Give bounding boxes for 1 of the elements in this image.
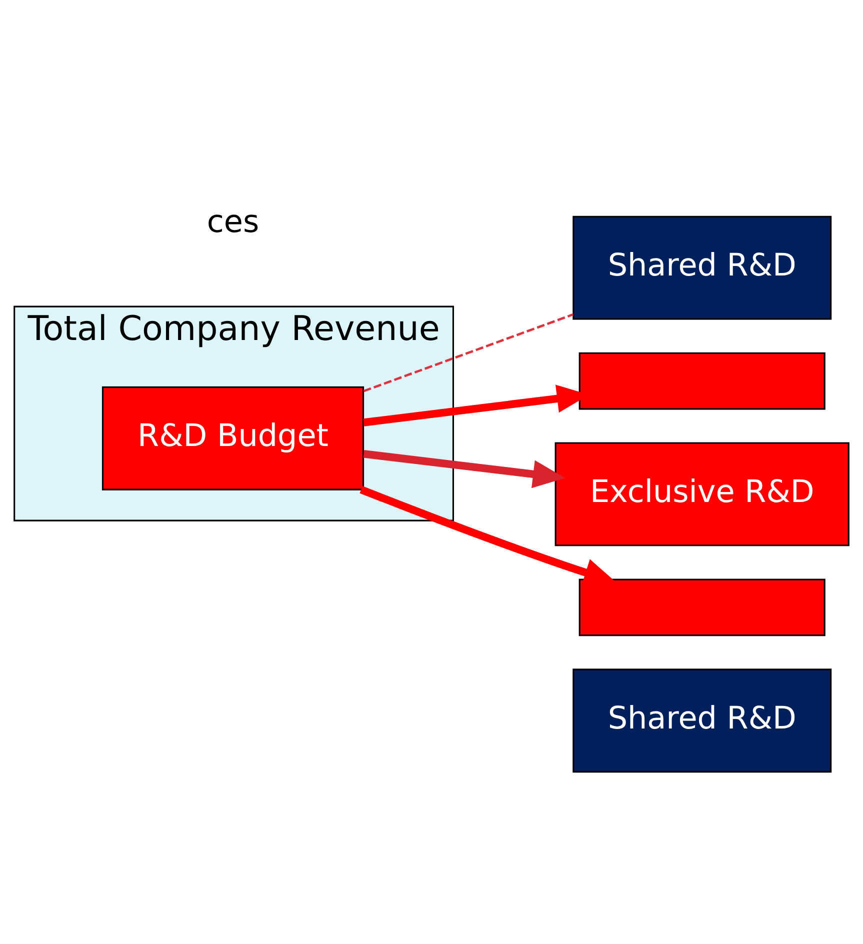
label: ces	[206, 204, 260, 240]
